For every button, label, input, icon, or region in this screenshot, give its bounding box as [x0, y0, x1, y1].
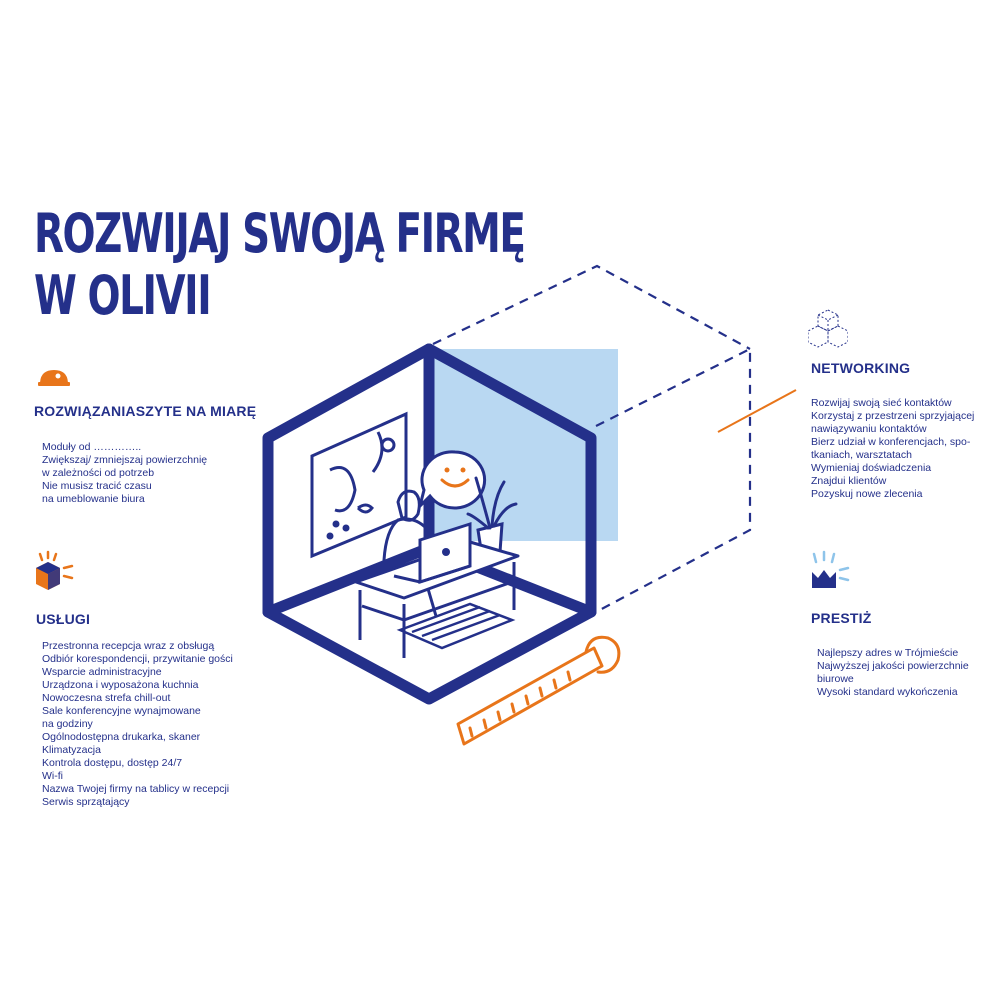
list-item: Ogólnodostępna drukarka, skaner: [42, 731, 201, 743]
list-item: Przestronna recepcja wraz z obsługą: [42, 640, 215, 652]
list-item: Nie musisz tracić czasu: [42, 480, 152, 492]
list-item: Wysoki standard wykończenia: [817, 686, 958, 698]
list-item: Odbiór korespondencji, przywitanie gości: [42, 653, 233, 665]
list-item: Moduły od …………..: [42, 441, 142, 453]
stacked-cubes-icon: [808, 309, 848, 348]
crown-icon: [812, 550, 850, 588]
list-item: tkaniach, warsztatach: [811, 449, 912, 461]
list-item: Serwis sprzątający: [42, 796, 130, 808]
services-heading: USŁUGI: [36, 611, 91, 627]
list-item: na umeblowanie biura: [42, 493, 145, 505]
list-item: w zależności od potrzeb: [42, 467, 155, 479]
list-item: Wi-fi: [42, 770, 63, 782]
list-item: Nowoczesna strefa chill-out: [42, 692, 171, 704]
list-item: Korzystaj z przestrzeni sprzyjającej: [811, 410, 975, 422]
list-item: Urządzona i wyposażona kuchnia: [42, 679, 199, 691]
services-list: Przestronna recepcja wraz z obsługą Odbi…: [42, 640, 233, 809]
list-item: Pozyskuj nowe zlecenia: [811, 488, 923, 500]
list-item: Wymieniaj doświadczenia: [811, 462, 932, 474]
list-item: Zwiększaj/ zmniejszaj powierzchnię: [42, 454, 208, 466]
list-item: Bierz udział w konferencjach, spo-: [811, 436, 971, 448]
package-box-icon: [36, 550, 74, 590]
dashed-extension-outline: [432, 264, 752, 613]
rug: [396, 602, 516, 650]
list-item: Najlepszy adres w Trójmieście: [817, 647, 959, 659]
accent-line: [717, 389, 797, 433]
hard-hat-icon: [38, 370, 70, 386]
tailored-heading: ROZWIĄZANIASZYTE NA MIARĘ: [34, 403, 257, 419]
list-item: Wsparcie administracyjne: [42, 666, 162, 678]
list-item: nawiązywaniu kontaktów: [811, 423, 927, 435]
list-item: Kontrola dostępu, dostęp 24/7: [42, 757, 183, 769]
list-item: Nazwa Twojej firmy na tablicy w recepcji: [42, 783, 230, 795]
list-item: Klimatyzacja: [42, 744, 101, 756]
tailored-list: Moduły od ………….. Zwiększaj/ zmniejszaj p…: [42, 441, 207, 506]
list-item: Sale konferencyjne wynajmowane: [42, 705, 201, 717]
title-line-2: W OLIVII: [34, 264, 212, 327]
list-item: Najwyższej jakości powierzchnie: [817, 660, 969, 672]
prestige-list: Najlepszy adres w Trójmieście Najwyższej…: [817, 647, 969, 699]
list-item: Rozwijaj swoją sieć kontaktów: [811, 397, 952, 409]
networking-list: Rozwijaj swoją sieć kontaktów Korzystaj …: [811, 397, 974, 501]
networking-heading: NETWORKING: [811, 360, 911, 376]
list-item: Znajdui klientów: [811, 475, 887, 487]
tape-measure-icon: [456, 635, 621, 746]
smiley-speech-bubble-icon: [417, 450, 487, 511]
laptop-icon: [393, 521, 472, 585]
list-item: na godziny: [42, 718, 93, 730]
list-item: biurowe: [817, 673, 854, 685]
prestige-heading: PRESTIŻ: [811, 610, 872, 626]
room-cube-outline: [262, 343, 597, 705]
wall-painting-icon: [310, 411, 408, 559]
